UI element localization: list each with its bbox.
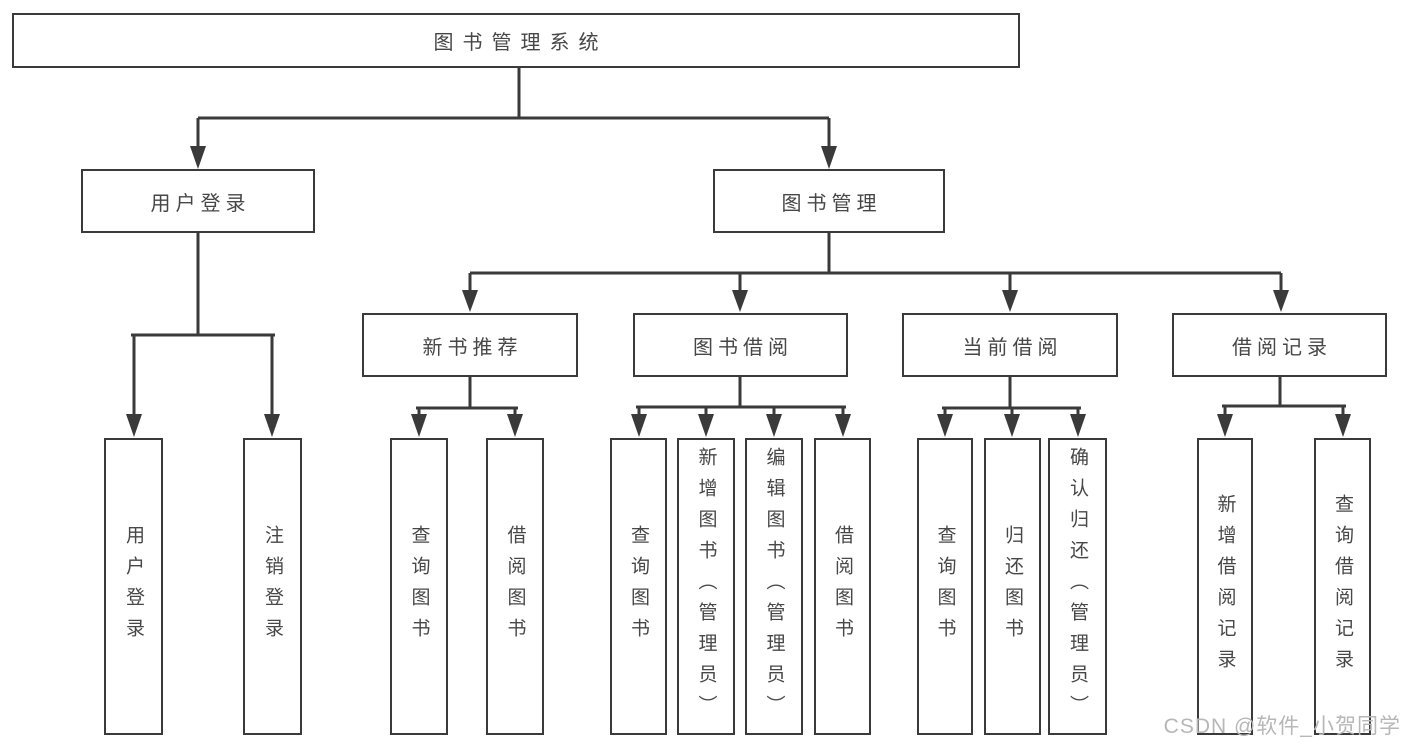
leaf-edit-book-admin: 编辑图书（管理员） [745,438,803,735]
leaf-borrow-books-borrowing: 借阅图书 [814,438,871,735]
node-book-borrowing: 图书借阅 [633,313,848,377]
leaf-query-books-borrowing-label: 查询图书 [628,524,649,649]
leaf-user-login: 用户登录 [104,438,163,735]
node-root-library-system: 图书管理系统 [12,13,1020,68]
leaf-query-borrow-record-label: 查询借阅记录 [1332,493,1353,680]
leaf-logout: 注销登录 [243,438,302,735]
leaf-edit-book-admin-label: 编辑图书（管理员） [763,447,785,726]
leaf-confirm-return-admin: 确认归还（管理员） [1048,438,1107,735]
node-borrowing-records: 借阅记录 [1172,313,1387,377]
leaf-query-borrow-record: 查询借阅记录 [1314,438,1371,735]
leaf-borrow-books-recommend-label: 借阅图书 [504,524,526,649]
leaf-add-borrow-record-label: 新增借阅记录 [1214,493,1236,680]
node-book-management: 图书管理 [713,169,945,233]
node-user-login: 用户登录 [81,169,315,233]
leaf-query-books-recommend-label: 查询图书 [408,524,430,649]
leaf-query-books-current-label: 查询图书 [934,524,956,649]
leaf-query-books-current: 查询图书 [917,438,973,735]
leaf-query-books-recommend: 查询图书 [390,438,448,735]
leaf-borrow-books-recommend: 借阅图书 [486,438,544,735]
leaf-user-login-label: 用户登录 [123,524,144,649]
leaf-add-book-admin-label: 新增图书（管理员） [695,447,717,726]
leaf-return-book-label: 归还图书 [1002,524,1023,649]
leaf-logout-label: 注销登录 [262,524,283,649]
leaf-borrow-books-borrowing-label: 借阅图书 [832,524,853,649]
leaf-add-book-admin: 新增图书（管理员） [677,438,735,735]
leaf-add-borrow-record: 新增借阅记录 [1197,438,1253,735]
leaf-return-book: 归还图书 [984,438,1041,735]
node-new-book-recommend: 新书推荐 [362,313,578,377]
leaf-confirm-return-admin-label: 确认归还（管理员） [1067,447,1088,726]
leaf-query-books-borrowing: 查询图书 [610,438,667,735]
node-current-borrowing: 当前借阅 [902,313,1118,377]
